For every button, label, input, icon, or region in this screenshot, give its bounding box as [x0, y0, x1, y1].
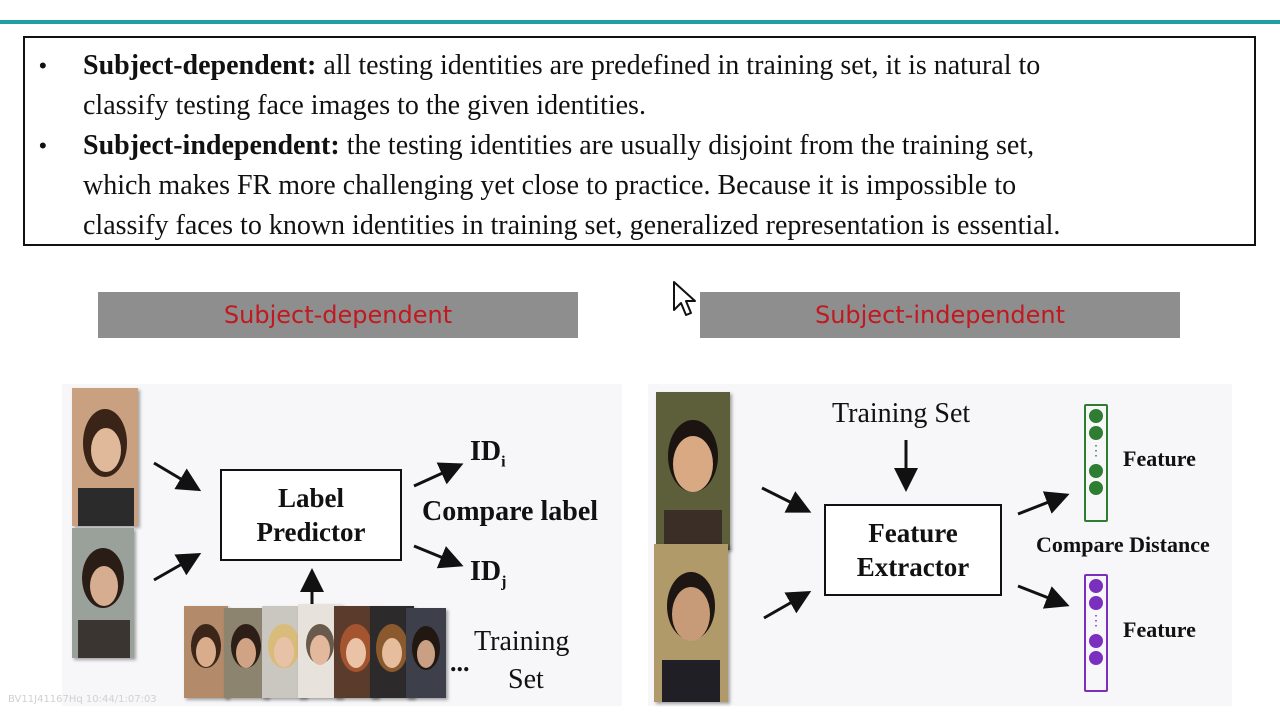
bullet-dot: • [39, 53, 47, 78]
bullet-text: classify testing face images to the give… [83, 90, 646, 121]
face-image [656, 392, 730, 550]
bullet-text: classify faces to known identities in tr… [83, 210, 1061, 241]
vertical-dots: ⋮ [1089, 444, 1103, 459]
feature-label-bottom: Feature [1123, 617, 1196, 642]
training-set-label: Training Set [832, 398, 971, 429]
term-subject-independent: Subject-independent: [83, 130, 340, 161]
definition-textbox: • Subject-dependent: all testing identit… [23, 36, 1256, 246]
face-image [72, 388, 138, 526]
bullet-subject-dependent: • Subject-dependent: all testing identit… [39, 46, 1234, 126]
box-line: Extractor [856, 552, 970, 582]
compare-label-text: Compare label [422, 496, 599, 527]
vertical-dots: ⋮ [1089, 614, 1103, 629]
ellipsis: ... [450, 648, 470, 677]
box-line: Feature [868, 518, 958, 548]
bullet-text: which makes FR more challenging yet clos… [83, 170, 1017, 201]
banner-subject-dependent: Subject-dependent [98, 292, 578, 338]
bullet-subject-independent: • Subject-independent: the testing ident… [39, 126, 1234, 246]
id-j-label: IDj [470, 556, 507, 591]
term-subject-dependent: Subject-dependent: [83, 50, 317, 81]
id-i-label: IDi [470, 436, 506, 471]
feature-label-top: Feature [1123, 446, 1196, 471]
face-image [72, 528, 134, 658]
box-line: Label [277, 483, 344, 513]
box-line: Predictor [256, 517, 366, 547]
bullet-text: the testing identities are usually disjo… [339, 130, 1035, 161]
bullet-dot: • [39, 133, 47, 158]
face-image [654, 544, 728, 702]
compare-distance-label: Compare Distance [1036, 532, 1210, 557]
feature-vector-top: ⋮ [1084, 404, 1108, 522]
feature-vector-bottom: ⋮ [1084, 574, 1108, 692]
video-watermark: BV11J41167Hq 10:44/1:07:03 [8, 694, 157, 705]
title-accent-rule [0, 20, 1280, 24]
mouse-pointer-icon [673, 281, 696, 316]
training-set-label-line2: Set [508, 664, 544, 695]
training-set-label-line1: Training [474, 626, 570, 657]
bullet-text: all testing identities are predefined in… [316, 50, 1041, 81]
banner-subject-independent: Subject-independent [700, 292, 1180, 338]
